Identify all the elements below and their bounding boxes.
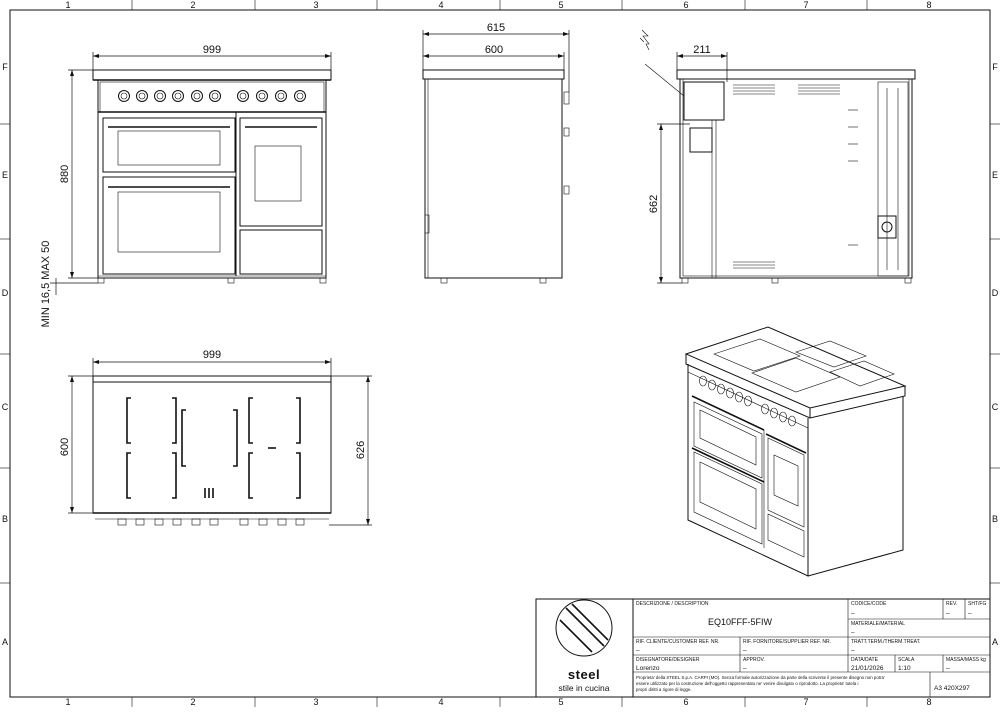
zone-col-1-top: 1 [65,0,70,10]
title-block: DESCRIZIONE / DESCRIPTION EQ10FFF-5FIW C… [535,598,991,698]
top-depth-dimension: 600 [59,438,71,456]
scale-value: 1:10 [898,665,911,672]
zone-row-f-left: F [2,62,8,72]
isometric-view [684,326,907,577]
induction-zones [126,397,301,499]
ownership-notice-line-2: essere utilizzato per la costruzione del… [636,681,858,686]
zone-col-8-top: 8 [926,0,931,10]
zone-col-7-top: 7 [803,0,808,10]
zone-col-8-bottom: 8 [926,697,931,707]
side-view: 615 600 [422,22,570,284]
rear-view: 211 662 [639,29,916,284]
designer-header: DISEGNATORE/DESIGNER [636,657,700,663]
front-width-dimension: 999 [203,44,221,56]
designer-value: Lorenzo [636,665,660,672]
rev-header: REV. [946,601,957,607]
description-header: DESCRIZIONE / DESCRIPTION [636,601,709,607]
customer-ref-header: RIF. CLIENTE/CUSTOMER REF. NR. [636,639,720,645]
electrical-hazard-icon [639,29,650,51]
zone-col-6-bottom: 6 [683,697,688,707]
logo-brand: steel [568,667,600,682]
zone-row-e-left: E [2,170,8,180]
zone-col-2-top: 2 [190,0,195,10]
zone-col-4-top: 4 [438,0,443,10]
zone-row-c-left: C [2,402,9,412]
customer-ref-value: – [636,647,640,654]
zone-col-2-bottom: 2 [190,697,195,707]
side-depth-dimension: 600 [485,44,503,56]
zone-row-d-left: D [2,288,9,298]
material-value: – [851,629,855,636]
zone-row-d-right: D [992,288,999,298]
ownership-notice-line-3: propri diritti a rigore di legge. [636,687,692,692]
code-header: CODICE/CODE [851,601,887,607]
scale-header: SCALA [898,657,915,663]
material-header: MATERIALE/MATERIAL [851,621,905,627]
date-value: 21/01/2026 [851,665,884,672]
zone-row-f-right: F [992,62,998,72]
mass-header: MASSA/MASS kg [946,657,986,663]
zone-col-3-bottom: 3 [313,697,318,707]
ownership-notice-line-1: Proprieta' della STEEL S.p.A. CARPI (MO)… [636,675,885,680]
foot-adjust-dimension: MIN 16,5 MAX 50 [40,241,52,328]
sheet-header: SHT/FG [968,601,986,607]
zone-row-c-right: C [992,402,999,412]
top-outer-depth-dimension: 626 [355,441,367,459]
approval-value: – [743,665,747,672]
side-outer-depth-dimension: 615 [487,22,505,34]
rev-value: – [946,610,950,617]
zone-row-a-left: A [2,637,8,647]
supplier-ref-value: – [743,647,747,654]
rear-height-dimension: 662 [648,195,660,213]
knob-row [118,90,306,102]
zone-col-5-top: 5 [558,0,563,10]
zone-row-e-right: E [992,170,998,180]
zone-col-3-top: 3 [313,0,318,10]
rear-offset-dimension: 211 [693,44,711,56]
code-value: – [851,610,855,617]
mass-value: – [946,665,950,672]
front-view: 999 880 MIN 16,5 MAX 50 [40,44,332,328]
sheet-format: A3 420X297 [934,685,970,692]
treatment-value: – [851,647,855,654]
zone-row-b-left: B [2,514,8,524]
zone-col-6-top: 6 [683,0,688,10]
top-width-dimension: 999 [203,349,221,361]
logo-tagline: stile in cucina [558,683,609,693]
steel-logo: steel stile in cucina [555,599,613,693]
date-header: DATA/DATE [851,657,879,663]
supplier-ref-header: RIF. FORNITORE/SUPPLIER REF. NR. [743,639,831,645]
sheet-value: – [968,610,972,617]
top-view: 999 600 626 [59,349,372,526]
description-value: EQ10FFF-5FIW [708,617,773,627]
approval-header: APPROV. [743,657,765,663]
zone-col-1-bottom: 1 [65,697,70,707]
zone-row-a-right: A [992,637,998,647]
front-height-dimension: 880 [59,165,71,183]
zone-row-b-right: B [992,514,998,524]
zone-col-5-bottom: 5 [558,697,563,707]
zone-col-4-bottom: 4 [438,697,443,707]
treatment-header: TRATT.TERM./THERM.TREAT. [851,639,921,645]
zone-col-7-bottom: 7 [803,697,808,707]
